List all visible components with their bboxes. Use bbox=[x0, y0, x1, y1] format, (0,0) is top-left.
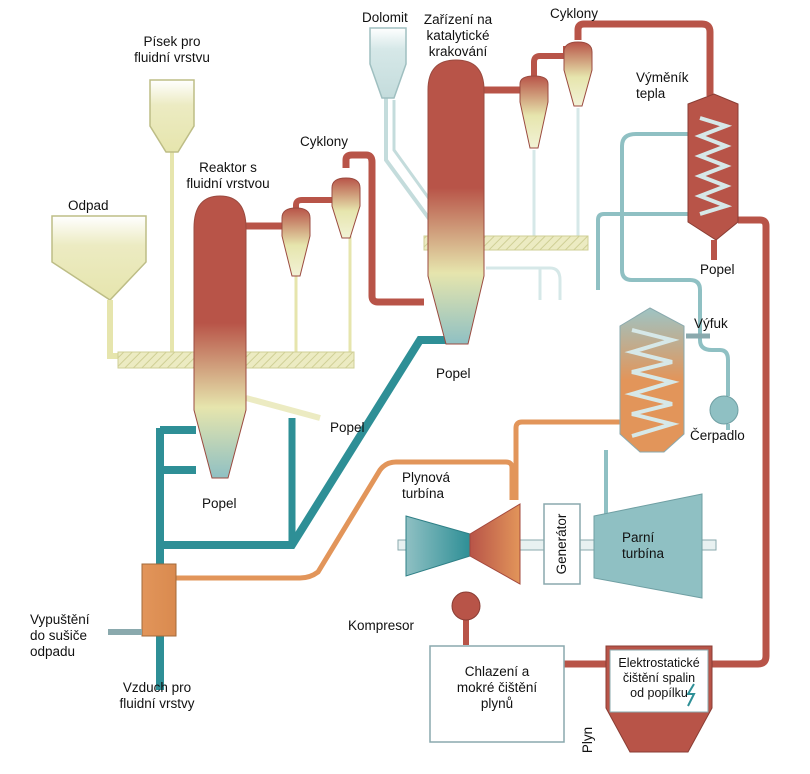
exchanger-ash-outlet bbox=[711, 240, 717, 260]
label-waste: Odpad bbox=[68, 198, 109, 213]
label-cyclones-left: Cyklony bbox=[300, 134, 349, 149]
cyclone-left-2 bbox=[331, 177, 361, 239]
cyclone-right-1 bbox=[519, 75, 549, 149]
label-ash-cracker: Popel bbox=[436, 366, 471, 381]
label-gas-outlet: Plyn bbox=[580, 726, 595, 754]
label-reactor: Reaktor s fluidní vrstvou bbox=[186, 160, 270, 191]
pipe-air-to-cracker bbox=[160, 336, 446, 549]
label-ash-reactor: Popel bbox=[202, 496, 237, 511]
pipe-cyclone-cyclone-left bbox=[293, 182, 339, 212]
heat-exchanger bbox=[687, 93, 739, 241]
esp-panel bbox=[609, 649, 709, 713]
label-compressor: Kompresor bbox=[348, 618, 415, 633]
exchanger-coil bbox=[694, 116, 733, 216]
pipe-gas-to-boiler bbox=[513, 419, 620, 500]
waste-feed bbox=[107, 300, 196, 359]
label-ash-side: Popel bbox=[330, 420, 365, 435]
label-cracker: Zařízení na katalytické krakování bbox=[423, 12, 493, 59]
dolomit-hopper bbox=[369, 27, 407, 99]
label-ash-exchanger: Popel bbox=[700, 262, 735, 277]
boiler-coil bbox=[624, 328, 680, 438]
generator bbox=[543, 503, 581, 585]
compressor bbox=[451, 591, 481, 621]
pipe-to-exchanger bbox=[574, 20, 714, 96]
gas-scrubber bbox=[429, 645, 565, 743]
label-dolomite: Dolomit bbox=[362, 10, 408, 25]
gas-turbine-compressor bbox=[469, 503, 521, 585]
gas-turbine-expander bbox=[405, 515, 471, 577]
fluid-bed-reactor bbox=[193, 195, 247, 479]
pipe-dolomit-feed2 bbox=[392, 100, 432, 201]
label-scrubber: Chlazení a mokré čištění plynů bbox=[456, 664, 538, 711]
lightning-icon bbox=[686, 683, 696, 707]
label-pump: Čerpadlo bbox=[690, 428, 745, 443]
catalytic-cracker bbox=[427, 59, 485, 345]
label-electrostatic: Elektrostatické čištění spalin od popílk… bbox=[618, 656, 700, 700]
label-cyclones-right: Cyklony bbox=[550, 6, 599, 21]
label-steam-turbine: Parní turbína bbox=[622, 530, 665, 561]
cyclone-left-1 bbox=[281, 207, 311, 277]
pipe-left-cyclones-to-cracker bbox=[342, 151, 424, 306]
label-air: Vzduch pro fluidní vrstvy bbox=[119, 680, 195, 711]
label-dryer-discharge: Vypuštění do sušiče odpadu bbox=[30, 612, 90, 659]
label-heat-exchanger: Výměník tepla bbox=[636, 70, 689, 101]
waste-dryer-exchanger bbox=[141, 563, 177, 637]
label-generator: Generátor bbox=[554, 513, 569, 575]
steam-turbine bbox=[593, 493, 703, 599]
cyclone-right-2 bbox=[563, 41, 593, 107]
pipe-popel-side bbox=[245, 395, 321, 421]
waste-hopper bbox=[51, 215, 147, 301]
pipe-gas-dryer-to-turbine bbox=[176, 459, 515, 581]
sand-hopper bbox=[149, 79, 195, 153]
pipe-steam-loop2 bbox=[620, 132, 730, 396]
pipe-cyclone-cyclone-right bbox=[531, 46, 569, 76]
pipe-dolomit-feed bbox=[384, 98, 432, 222]
label-sand: Písek pro fluidní vrstvu bbox=[134, 34, 210, 65]
pump bbox=[709, 395, 739, 425]
label-exhaust: Výfuk bbox=[694, 316, 728, 331]
pipe-cracker-bottom-legs bbox=[486, 266, 562, 300]
label-gas-turbine: Plynová turbína bbox=[402, 470, 451, 501]
pipe-exchanger-esp bbox=[710, 216, 770, 668]
